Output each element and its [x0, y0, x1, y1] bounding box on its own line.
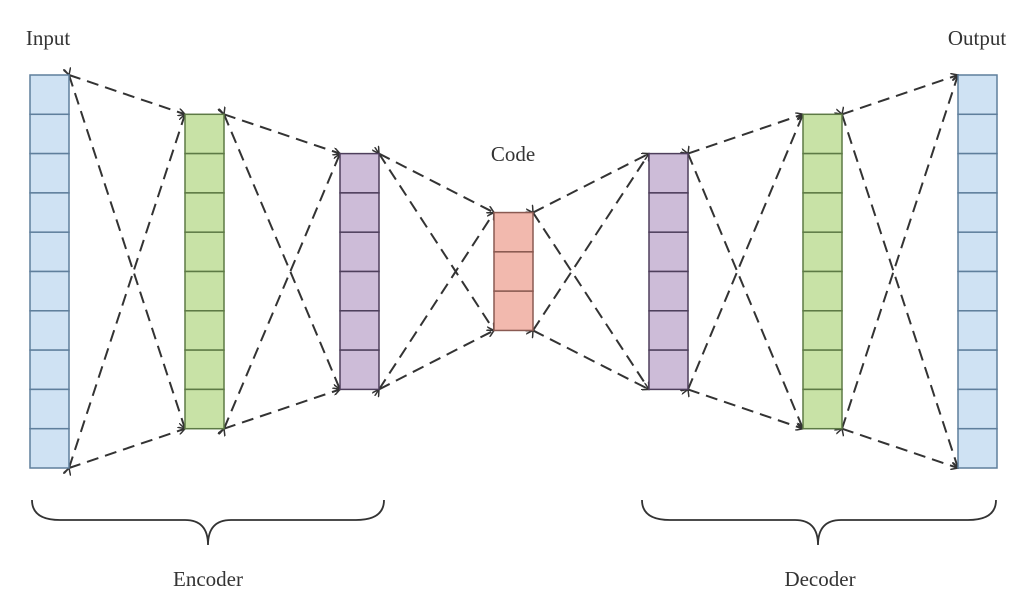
connection-line	[69, 429, 185, 468]
neuron-cell	[957, 152, 998, 194]
encoder-brace	[31, 499, 385, 546]
connection-line	[688, 389, 803, 428]
connection-line	[224, 114, 340, 153]
layers	[29, 74, 998, 469]
neuron-cell	[957, 388, 998, 430]
neuron-cell	[184, 231, 225, 273]
code-label: Code	[490, 142, 536, 166]
connection-line	[224, 154, 340, 429]
neuron-cell	[29, 427, 70, 469]
connection-line	[533, 213, 650, 390]
neuron-cell	[29, 310, 70, 351]
connection-line	[69, 75, 185, 429]
layer-code	[493, 211, 534, 332]
neuron-cell	[184, 192, 225, 233]
neuron-cell	[184, 310, 225, 351]
neuron-cell	[493, 251, 534, 292]
neuron-cell	[802, 349, 843, 391]
neuron-cell	[648, 310, 689, 351]
neuron-cell	[648, 231, 689, 273]
connection-line	[533, 154, 650, 331]
connection-line	[379, 154, 495, 331]
neuron-cell	[957, 231, 998, 273]
output-label: Output	[947, 26, 1007, 50]
connection-line	[224, 389, 340, 428]
neuron-cell	[802, 310, 843, 351]
neuron-cell	[957, 310, 998, 351]
neuron-cell	[957, 192, 998, 233]
neuron-cell	[29, 152, 70, 194]
neuron-cell	[29, 74, 70, 116]
neuron-cell	[802, 152, 843, 194]
connection-line	[224, 114, 340, 389]
decoder-label: Decoder	[784, 567, 856, 591]
connection-line	[533, 154, 649, 213]
neuron-cell	[802, 388, 843, 430]
neuron-cell	[29, 388, 70, 430]
connection-line	[842, 114, 958, 468]
neuron-cell	[648, 270, 689, 312]
connection-line	[842, 429, 958, 468]
neuron-cell	[29, 231, 70, 273]
neuron-cell	[339, 231, 380, 273]
connection-line	[688, 114, 803, 389]
layer-output	[957, 74, 998, 469]
neuron-cell	[493, 290, 534, 332]
connections	[69, 75, 958, 468]
connection-line	[379, 154, 494, 213]
neuron-cell	[184, 349, 225, 391]
neuron-cell	[339, 152, 380, 194]
input-label: Input	[25, 26, 71, 50]
neuron-cell	[339, 310, 380, 351]
layer-decoder-hidden-2	[802, 113, 843, 430]
neuron-cell	[339, 192, 380, 233]
neuron-cell	[802, 270, 843, 312]
neuron-cell	[29, 113, 70, 155]
neuron-cell	[184, 113, 225, 155]
neuron-cell	[184, 270, 225, 312]
neuron-cell	[802, 231, 843, 273]
neuron-cell	[802, 113, 843, 155]
neuron-cell	[648, 192, 689, 233]
neuron-cell	[184, 152, 225, 194]
neuron-cell	[957, 113, 998, 155]
connection-line	[533, 330, 649, 389]
connection-line	[379, 330, 494, 389]
layer-decoder-hidden-1	[648, 152, 689, 391]
layer-encoder-hidden-1	[184, 113, 225, 430]
connection-line	[688, 114, 803, 153]
neuron-cell	[339, 270, 380, 312]
neuron-cell	[184, 388, 225, 430]
neuron-cell	[802, 192, 843, 233]
connection-line	[379, 213, 495, 390]
layer-encoder-hidden-2	[339, 152, 380, 391]
connection-line	[842, 75, 958, 429]
neuron-cell	[957, 270, 998, 312]
decoder-brace	[641, 499, 997, 546]
neuron-cell	[29, 349, 70, 391]
connection-line	[69, 75, 185, 114]
neuron-cell	[957, 427, 998, 469]
neuron-cell	[339, 349, 380, 391]
neuron-cell	[29, 270, 70, 312]
layer-input	[29, 74, 70, 469]
neuron-cell	[493, 211, 534, 253]
connection-line	[688, 154, 803, 429]
neuron-cell	[648, 349, 689, 391]
connection-line	[69, 114, 185, 468]
encoder-label: Encoder	[173, 567, 243, 591]
neuron-cell	[29, 192, 70, 233]
neuron-cell	[957, 74, 998, 116]
neuron-cell	[957, 349, 998, 391]
connection-line	[842, 75, 958, 114]
neuron-cell	[648, 152, 689, 194]
